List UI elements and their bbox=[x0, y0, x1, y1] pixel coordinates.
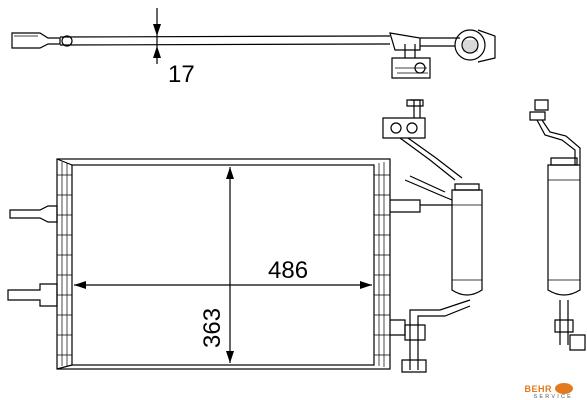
brand-subtitle: SERVICE bbox=[533, 394, 573, 400]
width-label: 486 bbox=[268, 257, 308, 284]
height-dimension: 363 bbox=[199, 167, 234, 363]
pipe-offset-dimension: 17 bbox=[153, 8, 195, 88]
side-view-drier bbox=[382, 99, 483, 373]
brand-name: BEHR bbox=[524, 383, 552, 394]
brand-badge-icon bbox=[555, 383, 573, 394]
width-dimension: 486 bbox=[74, 257, 372, 289]
height-label: 363 bbox=[199, 308, 226, 348]
condenser-core bbox=[7, 158, 421, 370]
top-pipe-view bbox=[11, 29, 496, 79]
behr-service-logo: BEHR SERVICE bbox=[524, 383, 573, 400]
pipe-offset-label: 17 bbox=[168, 61, 195, 88]
drier-detail bbox=[529, 99, 586, 351]
